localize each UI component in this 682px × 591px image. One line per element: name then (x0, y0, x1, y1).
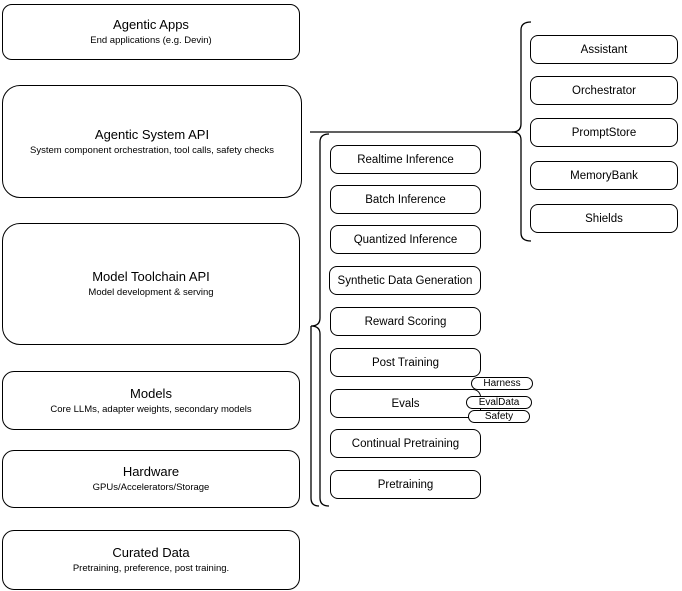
box-agentic-system-api: Agentic System API System component orch… (2, 85, 302, 198)
toolchain-item-label: Continual Pretraining (351, 437, 460, 450)
toolchain-item-continual-pretraining: Continual Pretraining (330, 429, 481, 458)
box-curated-data: Curated Data Pretraining, preference, po… (2, 530, 300, 590)
toolchain-item-realtime-inference: Realtime Inference (330, 145, 481, 174)
toolchain-item-label: Realtime Inference (357, 153, 454, 166)
box-title: Agentic System API (94, 126, 210, 142)
toolchain-item-reward-scoring: Reward Scoring (330, 307, 481, 336)
component-promptstore: PromptStore (530, 118, 678, 147)
toolchain-item-label: Post Training (371, 356, 440, 369)
box-subtitle: End applications (e.g. Devin) (90, 35, 212, 46)
toolchain-item-post-training: Post Training (330, 348, 481, 377)
box-title: Model Toolchain API (92, 269, 210, 284)
component-label: MemoryBank (570, 169, 638, 182)
component-assistant: Assistant (530, 35, 678, 64)
component-orchestrator: Orchestrator (530, 76, 678, 105)
eval-tag-evaldata: EvalData (466, 396, 532, 409)
box-agentic-apps: Agentic Apps End applications (e.g. Devi… (2, 4, 300, 60)
toolchain-item-label: Synthetic Data Generation (337, 274, 473, 287)
toolchain-item-label: Quantized Inference (353, 233, 458, 246)
toolchain-item-label: Batch Inference (365, 193, 446, 206)
eval-tag-harness: Harness (471, 377, 533, 390)
toolchain-item-quantized-inference: Quantized Inference (330, 225, 481, 254)
component-label: Orchestrator (572, 84, 636, 97)
components-curly-bracket (511, 21, 532, 242)
toolchain-item-label: Evals (391, 397, 420, 410)
box-model-toolchain-api: Model Toolchain API Model development & … (2, 223, 300, 345)
eval-tag-label: Harness (483, 378, 521, 389)
toolchain-item-batch-inference: Batch Inference (330, 185, 481, 214)
box-subtitle: GPUs/Accelerators/Storage (92, 482, 210, 493)
component-label: PromptStore (571, 126, 637, 139)
box-subtitle: System component orchestration, tool cal… (30, 144, 274, 156)
toolchain-item-label: Reward Scoring (364, 315, 447, 328)
box-title: Hardware (122, 464, 180, 479)
box-models: Models Core LLMs, adapter weights, secon… (2, 371, 300, 430)
eval-tag-safety: Safety (468, 410, 530, 423)
toolchain-item-synthetic-data-generation: Synthetic Data Generation (329, 266, 481, 295)
eval-tag-label: Safety (484, 411, 514, 422)
box-title: Models (130, 385, 172, 401)
eval-tag-label: EvalData (478, 397, 520, 408)
box-title: Curated Data (112, 545, 190, 560)
toolchain-item-pretraining: Pretraining (330, 470, 481, 499)
toolchain-connector-line (310, 326, 320, 507)
component-shields: Shields (530, 204, 678, 233)
component-label: Shields (585, 212, 623, 225)
box-subtitle: Core LLMs, adapter weights, secondary mo… (50, 403, 252, 415)
toolchain-curly-bracket (310, 133, 330, 507)
box-subtitle: Pretraining, preference, post training. (72, 563, 230, 574)
box-title: Agentic Apps (113, 17, 189, 32)
component-memorybank: MemoryBank (530, 161, 678, 190)
box-subtitle: Model development & serving (88, 287, 214, 298)
toolchain-item-evals: Evals (330, 389, 481, 418)
toolchain-item-label: Pretraining (377, 478, 434, 491)
box-hardware: Hardware GPUs/Accelerators/Storage (2, 450, 300, 508)
component-label: Assistant (580, 43, 628, 56)
